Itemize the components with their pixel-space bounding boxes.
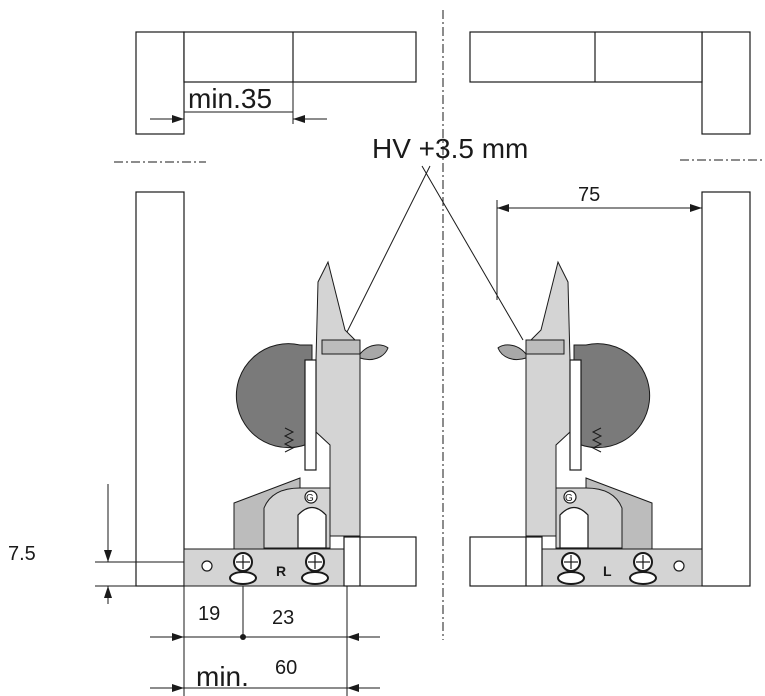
min60-value-label: 60 — [275, 657, 297, 679]
arm-slot-left — [569, 359, 582, 471]
hv-leader-left — [342, 165, 431, 341]
g-mark-right: G — [306, 493, 314, 504]
door-edge-right — [469, 536, 543, 587]
cabinet-side-panel-right — [701, 191, 751, 587]
adjustment-cam-left — [573, 343, 651, 449]
plate-hole-icon — [673, 560, 685, 572]
base-slot-left — [559, 506, 589, 549]
phillips-screw-icon — [229, 552, 257, 585]
arm-slot-right — [304, 359, 317, 471]
dimension-19-23: 19 23 — [150, 586, 380, 696]
dimension-7-5: 7.5 — [8, 484, 184, 604]
door-panel-top-right — [469, 31, 703, 83]
min35-label: min.35 — [188, 83, 272, 114]
spring-icon — [283, 427, 295, 453]
hinge-right-assembly: G R — [183, 260, 389, 587]
side-marker-left: L — [603, 563, 612, 579]
cam-tab-icon — [359, 344, 389, 361]
top-view-left: min.35 — [135, 31, 417, 135]
plate-hole-icon — [201, 560, 213, 572]
phillips-screw-icon — [301, 552, 329, 585]
g-mark-icon — [563, 490, 577, 504]
door-panel-top-left — [183, 31, 417, 83]
side-marker-right: R — [276, 563, 286, 579]
dim-75-label: 75 — [578, 184, 600, 206]
cabinet-side-panel-left — [135, 191, 185, 587]
cabinet-side-panel-top-right — [701, 31, 751, 135]
dim-7-5-label: 7.5 — [8, 543, 36, 565]
adjustment-cam-right — [235, 343, 313, 449]
dim-19-label: 19 — [198, 603, 220, 625]
arm-clip-left — [525, 339, 565, 355]
base-slot-right — [297, 506, 327, 549]
g-mark-left: G — [565, 493, 573, 504]
hinge-left-assembly: G L — [497, 260, 703, 587]
phillips-screw-icon — [629, 552, 657, 585]
g-mark-icon — [304, 490, 318, 504]
arm-clip-right — [321, 339, 361, 355]
top-view-right — [469, 31, 751, 135]
cam-tab-icon — [497, 344, 527, 361]
spring-icon — [591, 427, 603, 453]
phillips-screw-icon — [557, 552, 585, 585]
hv-adjustment-label: HV +3.5 mm — [372, 133, 528, 164]
dimension-75: 75 — [496, 184, 702, 300]
dimension-min-60: min. 60 — [150, 657, 380, 692]
min60-prefix-label: min. — [196, 661, 249, 692]
hv-leader-right — [421, 165, 524, 341]
dim-23-label: 23 — [272, 607, 294, 629]
door-edge-left — [343, 536, 417, 587]
